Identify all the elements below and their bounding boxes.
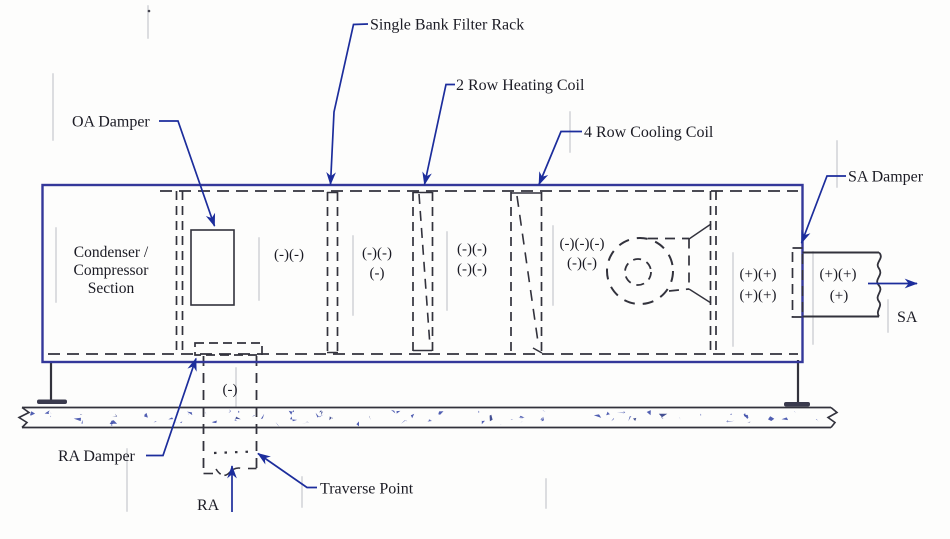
pressure-after-filter-1: (-)(-) <box>362 246 392 262</box>
label-4-row-cooling-coil: 4 Row Cooling Coil <box>584 124 714 141</box>
heating-leader <box>422 83 455 186</box>
slab-break-right <box>826 406 839 428</box>
cooling-coil <box>510 192 543 354</box>
filter-leader <box>326 23 369 186</box>
pressure-annotations: (-)(-) (-)(-) (-) (-)(-) (-)(-) (-)(-)(-… <box>223 236 857 398</box>
oa-damper-leader <box>159 120 216 227</box>
fan-scroll <box>606 237 674 305</box>
cooling-leader <box>538 130 582 186</box>
sa-damper <box>791 247 804 318</box>
slab-break-left <box>17 406 31 429</box>
condenser-section-label: Condenser / Compressor Section <box>74 244 150 297</box>
label-sa-damper: SA Damper <box>848 169 924 186</box>
traverse-dotted-line <box>213 450 255 455</box>
leader-lines <box>146 23 918 512</box>
label-2-row-heating-coil: 2 Row Heating Coil <box>456 77 585 94</box>
pressure-after-oa-damper: (-)(-) <box>274 247 304 263</box>
filter-rack <box>326 191 339 354</box>
fan-partition <box>709 191 717 354</box>
right-foot-pad <box>784 402 810 407</box>
label-traverse-point: Traverse Point <box>320 481 414 498</box>
oa-damper <box>190 229 235 306</box>
label-sa: SA <box>897 309 918 326</box>
sa-duct-break <box>876 251 882 317</box>
ra-damper <box>194 342 263 356</box>
label-ra: RA <box>197 497 220 514</box>
left-foot-pad <box>37 399 67 404</box>
pressure-fan-inlet-2: (-)(-) <box>567 256 597 272</box>
pressure-after-heating-1: (-)(-) <box>457 242 487 258</box>
sa-damper-leader <box>800 175 846 244</box>
condenser-partition <box>175 191 184 354</box>
ra-duct <box>202 356 258 477</box>
pressure-ra-duct: (-) <box>223 382 238 398</box>
unit-legs <box>37 360 810 407</box>
concrete-slab <box>17 406 839 429</box>
condenser-line-1: Condenser / <box>74 244 149 261</box>
supply-fan <box>606 223 712 305</box>
label-ra-damper: RA Damper <box>58 448 136 465</box>
pressure-sa-duct-1: (+)(+) <box>820 267 857 283</box>
pressure-fan-inlet-1: (-)(-)(-) <box>560 236 605 252</box>
condenser-line-2: Compressor <box>74 262 150 279</box>
pressure-fan-discharge-2: (+)(+) <box>740 288 777 304</box>
label-single-bank-filter-rack: Single Bank Filter Rack <box>370 17 524 34</box>
heating-coil <box>412 191 434 352</box>
scan-artifacts <box>52 5 889 512</box>
sa-duct <box>802 251 882 318</box>
traverse-leader <box>257 452 317 489</box>
concrete-speckles <box>30 409 819 427</box>
condenser-line-3: Section <box>88 280 135 297</box>
pressure-after-filter-2: (-) <box>370 266 385 282</box>
fan-inlet <box>624 258 652 286</box>
label-oa-damper: OA Damper <box>72 114 150 131</box>
ra-duct-break <box>215 467 244 477</box>
pressure-fan-discharge-1: (+)(+) <box>740 267 777 283</box>
pressure-after-heating-2: (-)(-) <box>457 262 487 278</box>
pressure-sa-duct-2: (+) <box>830 288 848 304</box>
ra-damper-leader <box>146 357 197 457</box>
